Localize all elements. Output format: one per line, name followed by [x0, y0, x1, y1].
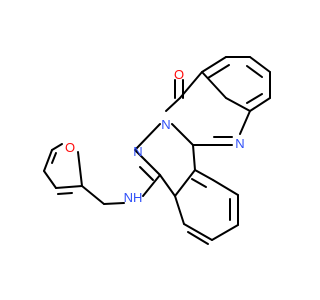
bond — [201, 71, 227, 99]
bond — [142, 174, 161, 197]
bond — [191, 178, 207, 188]
bond — [139, 166, 154, 181]
bond — [55, 185, 83, 189]
bond — [212, 179, 239, 196]
molecule-structure-diagram: O N N N NH O — [0, 0, 300, 300]
bond — [246, 93, 263, 104]
bond — [77, 151, 83, 187]
atom-labels: O N N N NH O — [65, 67, 245, 205]
bond — [187, 231, 209, 245]
bond — [211, 224, 239, 241]
bond — [43, 149, 53, 172]
furan-oxygen-label: O — [65, 140, 75, 155]
bond — [194, 169, 214, 181]
bond — [81, 185, 105, 205]
bond — [57, 192, 73, 195]
structure-canvas: O N N N NH O — [0, 0, 300, 300]
bond — [183, 223, 213, 241]
carbonyl-oxygen-label: O — [174, 67, 184, 82]
bond — [134, 149, 146, 161]
bond — [159, 174, 176, 197]
bond — [246, 65, 263, 78]
bond — [174, 169, 196, 197]
bond — [201, 56, 227, 73]
amine-nh-label: NH — [124, 190, 143, 205]
bonds — [43, 56, 271, 245]
background — [0, 0, 300, 300]
bond — [249, 97, 271, 112]
bond — [134, 123, 161, 151]
bond — [43, 170, 57, 189]
bond — [249, 56, 271, 73]
bond — [239, 110, 251, 135]
bond — [51, 143, 63, 151]
pyridazine-nitrogen-label: N — [133, 144, 142, 159]
bond — [171, 123, 194, 146]
bond — [192, 144, 196, 171]
quinazoline-nitrogen-label: N — [235, 136, 244, 151]
bond — [144, 159, 161, 176]
bond — [225, 97, 251, 112]
bond — [103, 202, 125, 205]
bond — [207, 64, 230, 79]
bond — [51, 152, 57, 164]
bond — [165, 97, 181, 112]
bridge-nitrogen-label: N — [161, 117, 170, 132]
bond — [174, 195, 185, 225]
